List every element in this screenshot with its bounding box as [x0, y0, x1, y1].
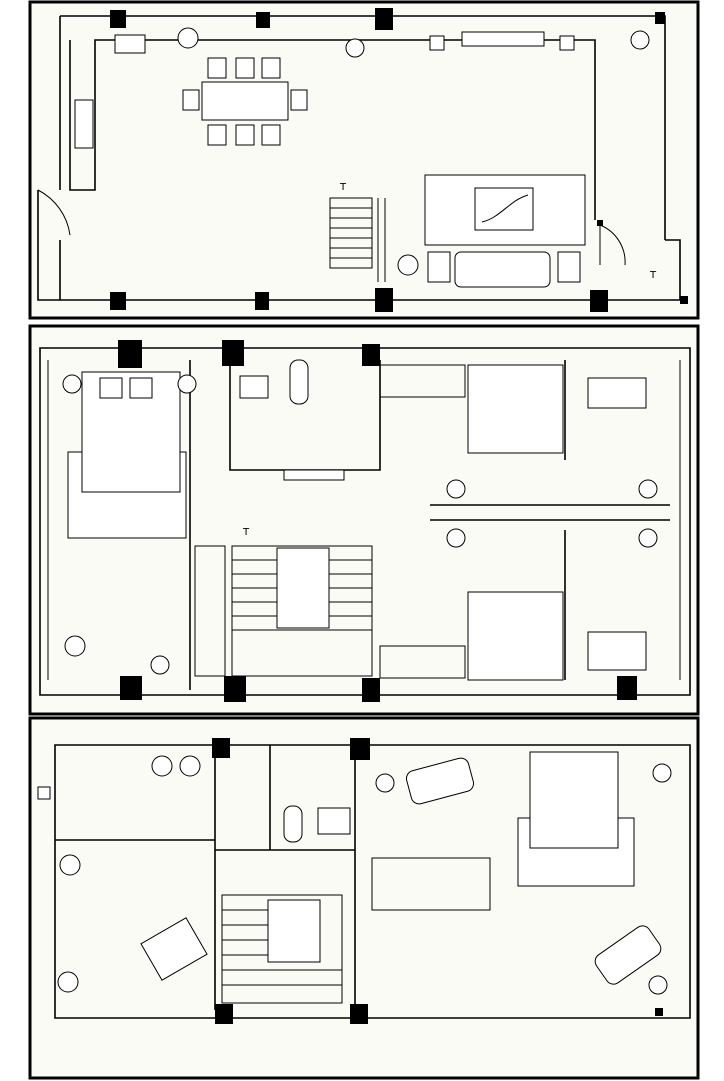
lower-bedroom-bed [467, 591, 564, 681]
plant-icon [652, 763, 672, 783]
plant-icon [630, 30, 650, 50]
third-floor-partitions [55, 745, 356, 1010]
sofa [405, 757, 475, 805]
dining-set [182, 57, 308, 146]
closet [379, 645, 466, 679]
plant-icon [57, 971, 79, 993]
second-columns [118, 340, 637, 702]
dryer [179, 755, 201, 777]
upper-bedroom-bed [467, 364, 564, 454]
toilet [283, 805, 303, 843]
plant-icon [64, 635, 86, 657]
third-stairs [221, 894, 343, 1004]
second-floor: T [28, 324, 700, 716]
plant-icon [150, 655, 170, 675]
plant-icon [446, 528, 466, 548]
window-lines [47, 360, 681, 680]
kitchen-counter [69, 39, 596, 220]
third-floor-walls [54, 744, 691, 1019]
closet [194, 545, 226, 677]
recliner [140, 917, 208, 981]
plant-icon [648, 975, 668, 995]
third-floor [28, 716, 700, 1080]
desk [587, 631, 647, 671]
entry-door-swing [37, 189, 71, 236]
bedroom-partitions [430, 360, 670, 680]
second-stairs [231, 545, 373, 677]
second-floor-walls [39, 347, 691, 696]
plant-icon [397, 254, 419, 276]
desk [587, 377, 647, 409]
washer [151, 755, 173, 777]
ground-stairs [329, 197, 386, 282]
stair-mark: T [339, 182, 347, 193]
living-room-set [424, 31, 586, 288]
plant-icon [345, 38, 365, 58]
plant-icon [177, 27, 199, 49]
stair-mark: T [242, 527, 250, 538]
stair-mark: T [649, 270, 657, 281]
column-box [37, 786, 51, 800]
master-bed [529, 751, 619, 849]
plant-icon [638, 528, 658, 548]
closet [379, 364, 466, 398]
cooktop [114, 34, 146, 54]
left-bedroom-bed [62, 371, 197, 539]
sofa [594, 925, 662, 985]
plant-icon [59, 854, 81, 876]
wardrobe [371, 857, 491, 911]
ground-columns [110, 8, 688, 312]
ground-floor-frame [28, 0, 700, 320]
toilet [289, 359, 309, 405]
sink [74, 99, 94, 149]
plant-icon [638, 479, 658, 499]
ground-floor: T T [28, 0, 700, 320]
side-door-swing [599, 224, 626, 266]
plant-icon [375, 773, 395, 793]
plant-icon [446, 479, 466, 499]
window [283, 469, 345, 481]
washbasin [239, 375, 269, 399]
washbasin [317, 807, 351, 835]
